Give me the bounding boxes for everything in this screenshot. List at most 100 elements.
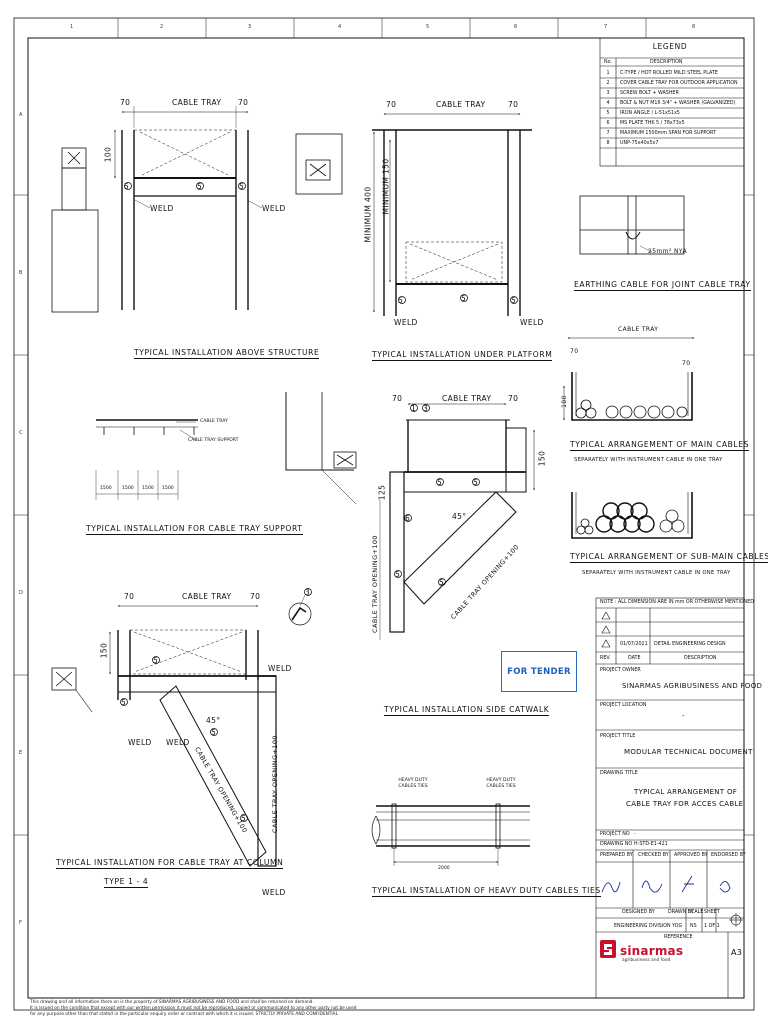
legend-table <box>599 37 745 167</box>
tb-desc-label: DESCRIPTION <box>684 656 717 661</box>
legend-header-desc: DESCRIPTION <box>650 60 683 65</box>
detail-tray-support <box>95 419 198 500</box>
detail-column <box>51 588 312 867</box>
tb-rev-date: 01/07/2021 <box>620 642 648 647</box>
legend-no: 8 <box>606 141 610 146</box>
dim-1500: 1500 <box>142 486 154 491</box>
tb-drawing-no: H-STD-E1-421 <box>634 842 668 847</box>
tb-location-label: PROJECT LOCATION <box>600 703 647 708</box>
grid-letter: C <box>19 430 23 436</box>
tb-reference-label: REFERENCE <box>664 935 693 940</box>
caption-main-cables: TYPICAL ARRANGEMENT OF MAIN CABLES <box>570 440 750 451</box>
footer-line: for any purpose other than that stated i… <box>30 1012 339 1017</box>
signatures <box>601 875 731 893</box>
grid-number: 4 <box>338 24 342 30</box>
legend-no: 6 <box>606 121 610 126</box>
grid-number: 7 <box>604 24 608 30</box>
legend-no: 3 <box>606 91 610 96</box>
caption-tray-support: TYPICAL INSTALLATION FOR CABLE TRAY SUPP… <box>86 524 303 535</box>
dim-label: 70 <box>250 592 261 601</box>
dim-1500: 1500 <box>122 486 134 491</box>
item-balloon: 1 <box>411 404 417 413</box>
tb-drawn-by: DRAWN BY <box>668 910 694 915</box>
dim-label: 70 <box>682 360 691 367</box>
dim-label: 70 <box>570 348 579 355</box>
cable-tray-support-label: CABLE TRAY SUPPORT <box>188 438 239 443</box>
dim-label: 70 <box>238 98 249 107</box>
dim-label: 70 <box>508 100 519 109</box>
outer-border <box>13 17 755 1011</box>
item-balloon: 5 <box>439 578 445 587</box>
angle-label: 45° <box>206 716 221 725</box>
caption-sub-main-cables-sub: SEPARATELY WITH INSTRUMENT CABLE IN ONE … <box>582 570 731 576</box>
legend-desc: COVER CABLE TRAY FOR OUTDOOR APPLICATION <box>620 81 738 86</box>
item-balloon: 5 <box>437 478 443 487</box>
tb-rev-desc: DETAIL ENGINEERING DESIGN <box>654 642 726 647</box>
legend-desc: C-TYPE / HOT ROLLED MILD STEEL PLATE <box>620 71 718 76</box>
grid-letter: D <box>19 590 23 596</box>
item-balloon: 5 <box>124 182 130 191</box>
cable-tray-label: CABLE TRAY <box>436 100 486 109</box>
tb-note: NOTE : ALL DIMENSION ARE IN mm OR OTHERW… <box>600 600 754 605</box>
weld-label: WELD <box>520 318 544 327</box>
legend-desc: MAXIMUM 1500mm SPAN FOR SUPPORT <box>620 131 716 136</box>
tb-drawing-title-label: DRAWING TITLE <box>600 771 638 776</box>
tb-sheet-label: SHEET <box>704 910 720 915</box>
heavy-duty-ties-label: HEAVY DUTY CABLES TIES <box>398 778 428 789</box>
caption-column-type: TYPE 1 - 4 <box>104 877 149 888</box>
weld-label: WELD <box>150 204 174 213</box>
legend-desc: MS PLATE THK 5 / 78x73x5 <box>620 121 685 126</box>
item-balloon: 3 <box>305 588 311 597</box>
tb-location: - <box>682 712 685 720</box>
tb-sheet-size: A3 <box>731 948 743 957</box>
grid-letter: E <box>19 750 23 756</box>
cable-tray-label: CABLE TRAY <box>172 98 222 107</box>
grid-letter: A <box>19 112 23 118</box>
caption-above-structure: TYPICAL INSTALLATION ABOVE STRUCTURE <box>134 348 320 359</box>
dim-label: 70 <box>386 100 397 109</box>
item-balloon: 5 <box>398 296 404 305</box>
detail-earthing <box>579 195 685 255</box>
company-logo: sinarmas <box>620 944 684 958</box>
grid-letter: B <box>19 270 23 276</box>
tb-drawing-title-1: TYPICAL ARRANGEMENT OF <box>634 788 738 796</box>
tb-designed-by: DESIGNED BY <box>622 910 655 915</box>
caption-column: TYPICAL INSTALLATION FOR CABLE TRAY AT C… <box>56 858 284 869</box>
tb-prepared-by: PREPARED BY <box>600 853 633 858</box>
item-balloon: 5 <box>211 728 217 737</box>
item-balloon: 5 <box>241 814 247 823</box>
detail-side-catwalk <box>285 392 535 640</box>
item-balloon: 6 <box>405 514 411 523</box>
detail-under-platform <box>295 113 532 316</box>
min-150-label: MINIMUM 150 <box>381 158 391 215</box>
caption-main-cables-sub: SEPARATELY WITH INSTRUMENT CABLE IN ONE … <box>574 457 723 463</box>
tb-drawing-title-2: CABLE TRAY FOR ACCES CABLE <box>626 800 744 808</box>
tb-project-no: - <box>634 832 636 837</box>
caption-sub-main-cables: TYPICAL ARRANGEMENT OF SUB-MAIN CABLES <box>570 552 768 563</box>
tb-endorsed-by: ENDORSED BY <box>711 853 746 858</box>
detail-sub-main-cables <box>571 492 693 539</box>
tb-division: ENGINEERING DIVISION <box>614 924 671 929</box>
dim-label: 70 <box>392 394 403 403</box>
grid-number: 3 <box>248 24 252 30</box>
min-400-label: MINIMUM 400 <box>363 186 373 243</box>
cable-tray-label: CABLE TRAY <box>200 419 228 424</box>
legend-no: 2 <box>606 81 610 86</box>
caption-earthing: EARTHING CABLE FOR JOINT CABLE TRAY <box>574 280 751 291</box>
tb-checked-by: CHECKED BY <box>638 853 669 858</box>
dim-label: 100 <box>560 395 568 408</box>
tb-project-title-label: PROJECT TITLE <box>600 734 636 739</box>
tb-approved-by: APPROVED BY <box>674 853 708 858</box>
company-logo-mark <box>600 940 616 958</box>
title-block <box>595 597 745 999</box>
angle-label: 45° <box>452 512 467 521</box>
dim-1500: 1500 <box>100 486 112 491</box>
grid-number: 1 <box>70 24 74 30</box>
legend-desc: BOLT & NUT M16 3/4" + WASHER (GALVANIZED… <box>620 101 736 106</box>
footer-line: This drawing and all information there o… <box>30 1000 314 1005</box>
grid-number: 6 <box>514 24 518 30</box>
tb-drawing-no-label: DRAWING NO <box>600 842 633 847</box>
detail-above-structure <box>51 106 263 313</box>
revision-triangles <box>601 611 611 648</box>
